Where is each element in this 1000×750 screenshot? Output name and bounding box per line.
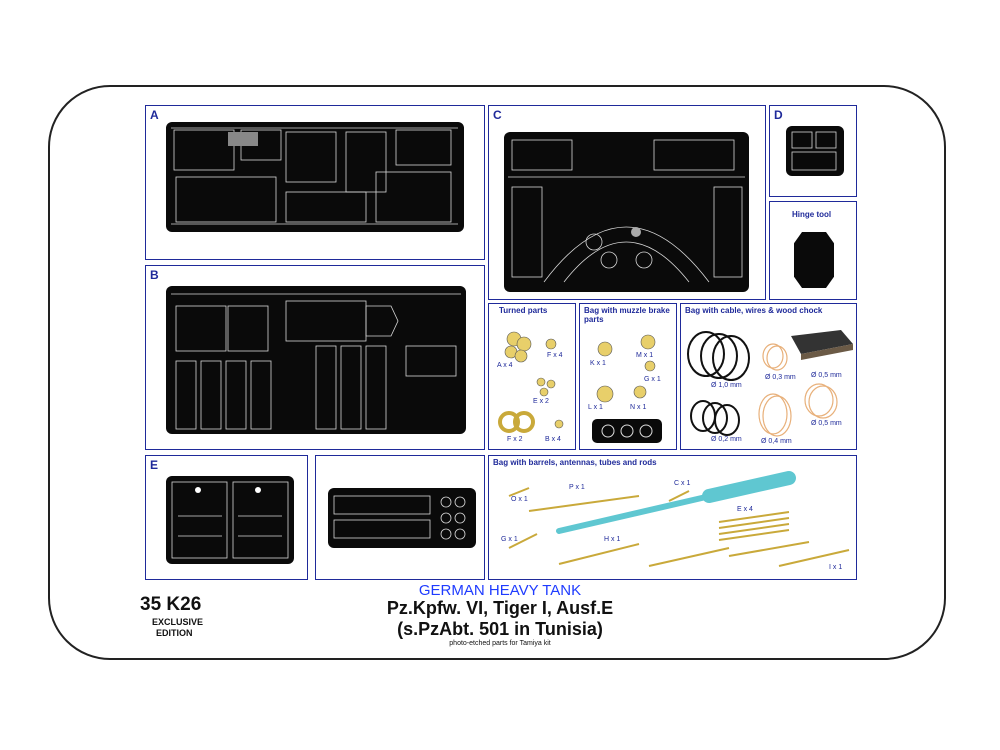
muzzle-brake-title: Bag with muzzle brake parts <box>584 306 670 324</box>
hinge-tool-part <box>794 232 834 288</box>
product-code: 35 K26 <box>140 594 202 615</box>
hinge-tool-title: Hinge tool <box>792 210 832 219</box>
turned-part-e-label: E x 2 <box>533 398 549 405</box>
title-line-1: Pz.Kpfw. VI, Tiger I, Ausf.E <box>386 598 614 618</box>
turned-parts-drawing <box>498 331 564 433</box>
etch-fret-c <box>504 132 749 292</box>
turned-part-f-label: F x 4 <box>547 352 563 359</box>
panel-muzzle-brake: Bag with muzzle brake parts K x 1 M x 1 … <box>579 303 677 450</box>
turned-part-f2-label: F x 2 <box>507 436 523 443</box>
panel-c: C <box>488 105 766 300</box>
cable-size-2: Ø 0,3 mm <box>765 374 796 381</box>
panel-d: D <box>769 105 857 197</box>
panel-d-label: D <box>774 108 783 122</box>
panel-hinge-tool: Hinge tool <box>769 201 857 300</box>
barrel-part-c-label: C x 1 <box>674 480 691 487</box>
panel-turned-parts: Turned parts A x 4 F x 4 E x 2 F x 2 B x… <box>488 303 576 450</box>
subtitle-top: GERMAN HEAVY TANK <box>418 582 582 599</box>
muzzle-parts-drawing <box>592 334 662 443</box>
etch-fret-e <box>166 476 294 564</box>
muzzle-part-n-label: N x 1 <box>630 404 647 411</box>
muzzle-part-k-label: K x 1 <box>590 360 606 367</box>
cable-size-5: Ø 0,5 mm <box>811 420 842 427</box>
barrels-rods-drawing <box>508 471 850 567</box>
etch-fret-b <box>166 286 466 434</box>
fret-extra-detail <box>333 495 466 540</box>
barrel-part-g-label: G x 1 <box>501 536 518 543</box>
cable-size-4: Ø 0,4 mm <box>761 438 792 445</box>
barrel-part-p-label: P x 1 <box>569 484 585 491</box>
muzzle-part-g-label: G x 1 <box>644 376 661 383</box>
fret-c-detail <box>508 139 745 283</box>
barrel-part-i-label: I x 1 <box>829 564 843 571</box>
etch-fret-extra <box>328 488 476 548</box>
fret-e-detail <box>171 481 289 559</box>
barrel-part-h-label: H x 1 <box>604 536 621 543</box>
etch-fret-a <box>166 122 464 232</box>
fret-a-detail <box>171 127 458 225</box>
barrels-rods-title: Bag with barrels, antennas, tubes and ro… <box>493 458 657 467</box>
turned-parts-title: Turned parts <box>499 306 548 315</box>
panel-b-label: B <box>150 268 159 282</box>
title-line-2: (s.PzAbt. 501 in Tunisia) <box>397 619 603 639</box>
panel-extra-fret <box>315 455 485 580</box>
muzzle-part-l-label: L x 1 <box>588 404 603 411</box>
panel-barrels-rods: Bag with barrels, antennas, tubes and ro… <box>488 455 857 580</box>
cable-wires-drawing <box>687 330 853 437</box>
panel-e: E <box>145 455 308 580</box>
fineprint: photo-etched parts for Tamiya kit <box>449 640 551 647</box>
panel-c-label: C <box>493 108 502 122</box>
panel-a: A <box>145 105 485 260</box>
cable-size-6: Ø 0,5 mm <box>811 372 842 379</box>
turned-part-a-label: A x 4 <box>497 362 513 369</box>
turned-part-b-label: B x 4 <box>545 436 561 443</box>
fret-b-detail <box>171 293 461 430</box>
edition-line-2: EDITION <box>156 628 193 638</box>
barrel-part-o-label: O x 1 <box>511 496 528 503</box>
muzzle-part-m-label: M x 1 <box>636 352 654 359</box>
panel-e-label: E <box>150 458 159 472</box>
cable-size-3: Ø 0,2 mm <box>711 436 742 443</box>
panel-a-label: A <box>150 108 159 122</box>
cable-wires-title: Bag with cable, wires & wood chock <box>685 306 823 315</box>
barrel-part-e-label: E x 4 <box>737 506 753 513</box>
cable-size-1: Ø 1,0 mm <box>711 382 742 389</box>
etch-fret-d <box>786 126 844 176</box>
panel-b: B <box>145 265 485 450</box>
panel-cable-wires: Bag with cable, wires & wood chock Ø 1,0… <box>680 303 857 450</box>
fret-d-detail <box>791 131 837 171</box>
edition-line-1: EXCLUSIVE <box>152 617 204 627</box>
